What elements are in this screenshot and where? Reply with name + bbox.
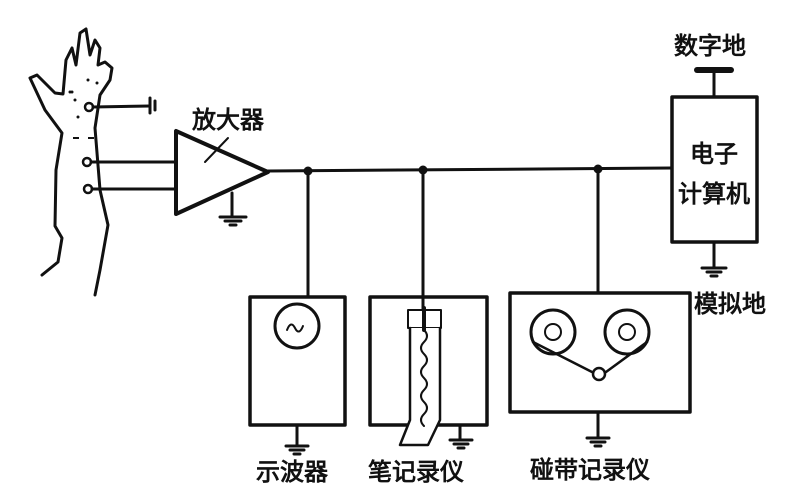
- amplifier-symbol: [174, 129, 270, 227]
- analog-ground-label: 模拟地: [694, 290, 766, 318]
- tape-recorder-block: [508, 167, 692, 448]
- computer-label-line2: 计算机: [678, 180, 750, 208]
- digital-ground-label: 数字地: [674, 32, 746, 60]
- ground-electrode: [83, 96, 157, 115]
- oscilloscope-block: [248, 169, 347, 456]
- computer-label-line1: 电子: [690, 140, 738, 168]
- pen-recorder-block: [368, 168, 489, 450]
- oscilloscope-label: 示波器: [256, 458, 328, 486]
- computer-block: [670, 67, 759, 278]
- amplifier-label: 放大器: [192, 106, 264, 134]
- electrode-dots: [68, 78, 99, 139]
- tape-recorder-label: 碰带记录仪: [530, 456, 650, 484]
- signal-electrodes: [81, 156, 178, 195]
- pen-recorder-label: 笔记录仪: [368, 458, 464, 486]
- signal-bus: [266, 166, 674, 173]
